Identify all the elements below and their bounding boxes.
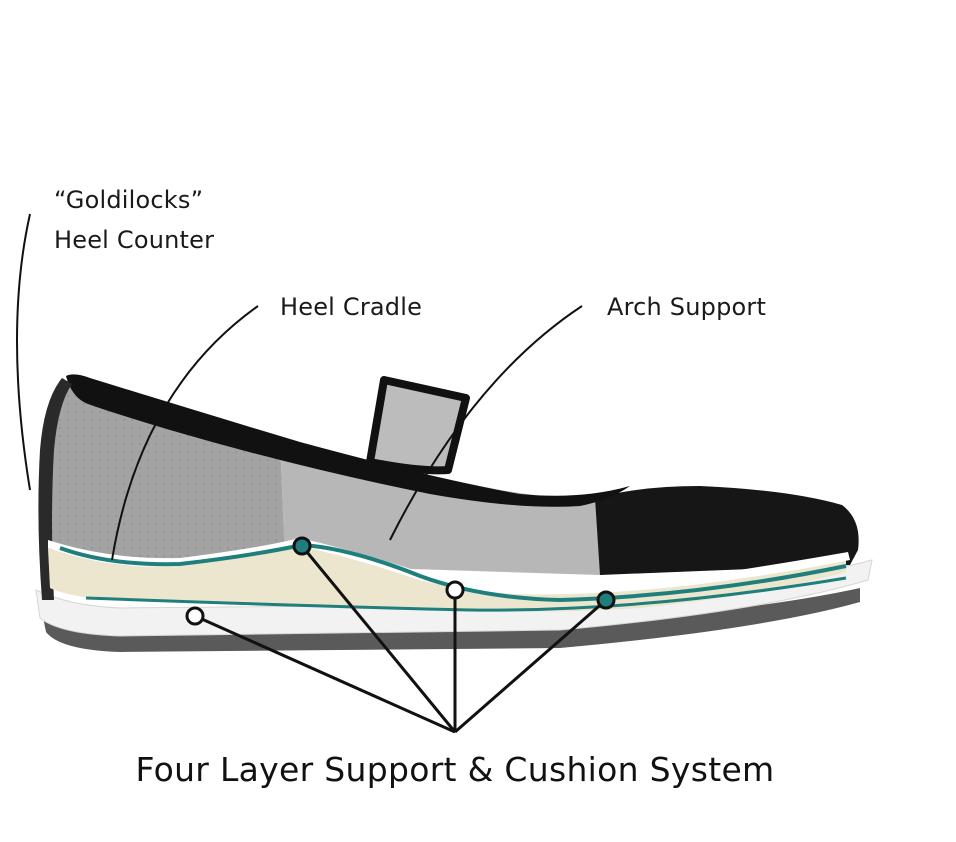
open-circle-icon — [445, 580, 465, 600]
open-circle-icon — [185, 606, 205, 626]
heel-cradle-label: Heel Cradle — [280, 293, 423, 321]
callout-heel-cradle — [111, 305, 259, 561]
callout-lines — [16, 213, 583, 561]
callout-heel-counter — [16, 213, 31, 491]
cushion-layer-line — [85, 576, 847, 612]
heel-counter-label: “Goldilocks” Heel Counter — [54, 180, 214, 260]
callout-arch-support — [389, 305, 583, 541]
outsole-white — [35, 559, 873, 637]
system-caption: Four Layer Support & Cushion System — [135, 750, 775, 789]
pointer-line-2 — [300, 545, 457, 733]
pointer-line-4 — [454, 598, 607, 734]
arch-support-line — [59, 542, 847, 603]
arch-support-label: Arch Support — [607, 293, 767, 321]
outsole-dark — [42, 588, 860, 652]
pointer-line-1 — [194, 614, 456, 734]
layer-pointer-lines — [194, 545, 607, 734]
upper-toe-black — [595, 486, 859, 575]
mary-jane-strap — [366, 376, 470, 475]
sock-liner-white — [48, 538, 850, 595]
teal-dot-icon — [596, 590, 616, 610]
heel-counter-label-line2: Heel Counter — [54, 226, 215, 254]
teal-dot-icon — [292, 536, 312, 556]
heel-counter-label-line1: “Goldilocks” — [54, 186, 204, 214]
heel-back-edge — [38, 378, 72, 600]
